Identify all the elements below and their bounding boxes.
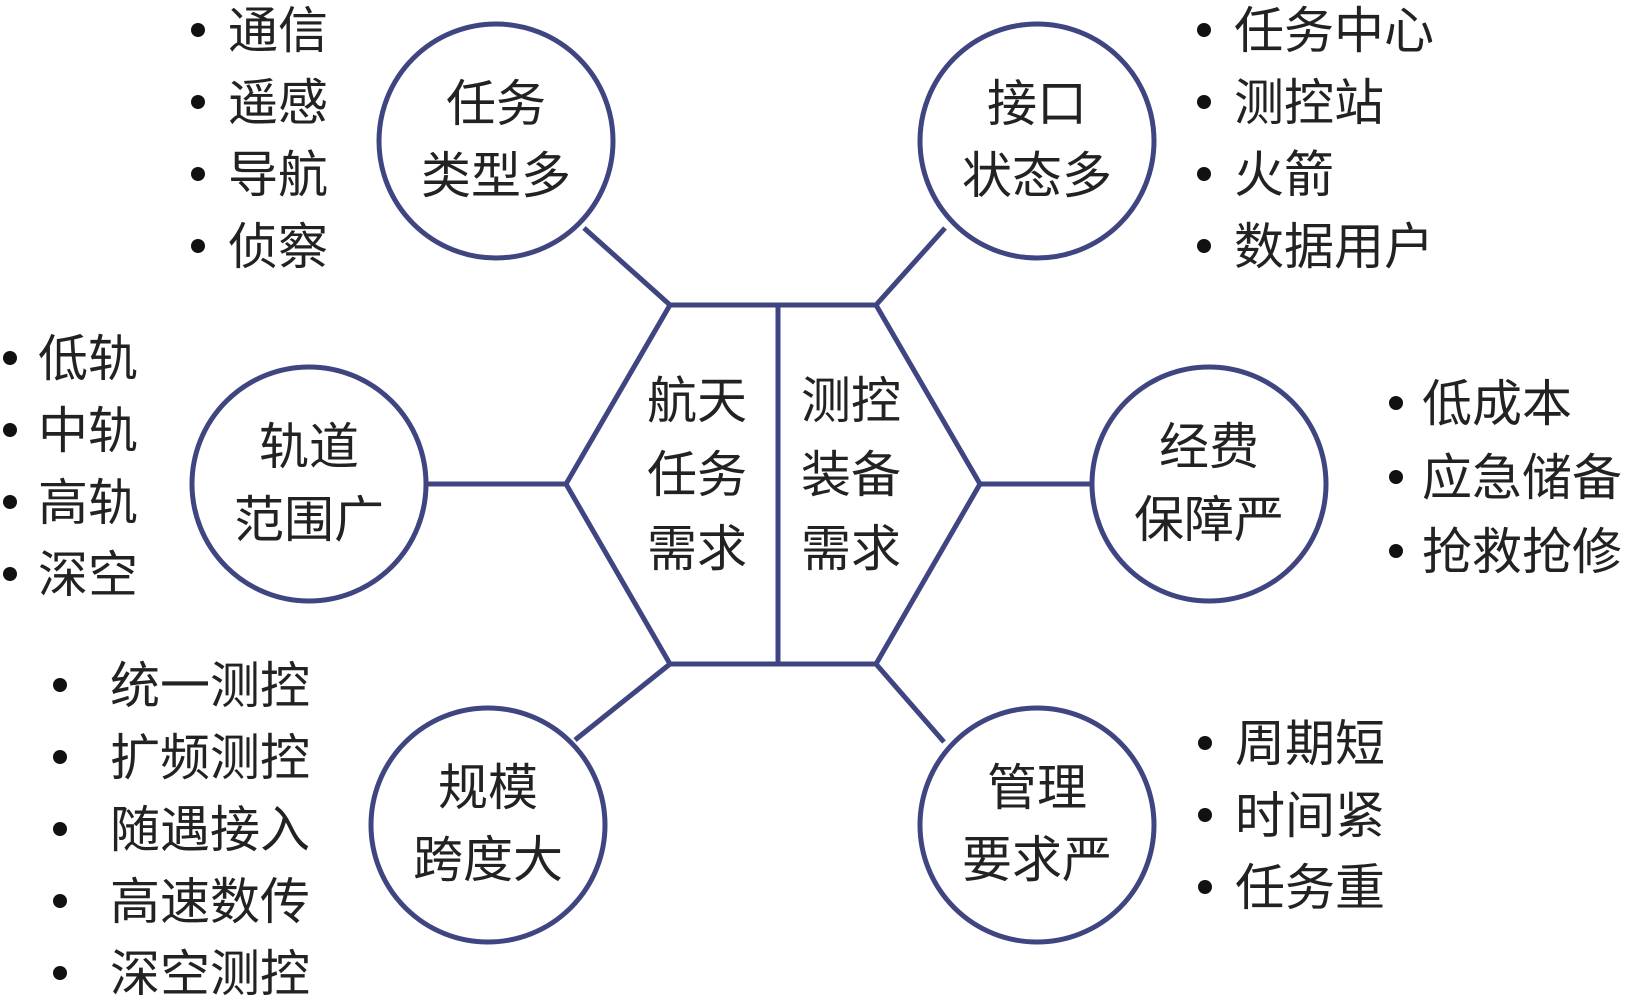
bullet-item: 时间紧 (1235, 787, 1385, 845)
bullet-dot (3, 567, 17, 581)
bullet-dot (3, 495, 17, 509)
bullet-item: 任务中心 (1234, 2, 1434, 60)
connector-lines (424, 226, 1092, 744)
bullet-item: 高轨 (38, 474, 138, 532)
node-circle (368, 705, 608, 945)
node-circle (189, 364, 429, 604)
bullet-dot (1389, 544, 1403, 558)
bullet-dot (53, 966, 67, 980)
bullet-item: 导航 (228, 146, 328, 204)
bullet-dot (1197, 23, 1211, 37)
bullet-dot (53, 822, 67, 836)
node-label-line: 保障严 (1134, 491, 1284, 549)
bullet-dot (191, 23, 205, 37)
node-label-line: 接口 (987, 75, 1087, 133)
node-label-line: 经费 (1159, 418, 1259, 476)
bullet-dot (191, 239, 205, 253)
center-left-line-2: 任务 (647, 446, 747, 504)
center-left-line-1: 航天 (647, 372, 747, 430)
hexagon-outline (563, 302, 983, 667)
connector-bottom-left (573, 662, 672, 742)
bullet-item: 数据用户 (1234, 218, 1434, 276)
node-circle (376, 21, 616, 261)
bullet-item: 高速数传 (110, 873, 310, 931)
node-label-line: 规模 (438, 759, 538, 817)
bullet-dot (191, 95, 205, 109)
bullet-item: 通信 (228, 2, 328, 60)
bullet-item: 侦察 (228, 218, 328, 276)
center-right-label: 测控 装备 需求 (801, 372, 901, 578)
bullet-item: 扩频测控 (110, 729, 310, 787)
bullet-item: 深空 (38, 546, 138, 604)
center-left-label: 航天 任务 需求 (647, 372, 747, 578)
bullet-dot (3, 423, 17, 437)
center-right-line-3: 需求 (801, 520, 901, 578)
bullet-dot (53, 894, 67, 908)
bullet-item: 中轨 (38, 402, 138, 460)
node-label-line: 管理 (987, 759, 1087, 817)
bullet-item: 应急储备 (1422, 449, 1622, 507)
center-right-line-1: 测控 (801, 372, 901, 430)
bullet-dot (53, 678, 67, 692)
bullet-item: 低轨 (38, 330, 138, 388)
bullet-item: 测控站 (1234, 74, 1384, 132)
connector-top-right (874, 226, 947, 307)
bullet-item: 深空测控 (110, 945, 310, 1003)
bullet-dot (191, 167, 205, 181)
bullet-dot (1197, 167, 1211, 181)
node-label-line: 轨道 (259, 418, 359, 476)
bullet-dot (1389, 396, 1403, 410)
bullet-item: 火箭 (1234, 146, 1334, 204)
bullet-dot (1197, 95, 1211, 109)
node-label-line: 范围广 (234, 491, 384, 549)
bullet-dot (1198, 736, 1212, 750)
bullet-dot (53, 750, 67, 764)
bullet-item: 统一测控 (110, 657, 310, 715)
node-label-line: 任务 (446, 75, 546, 133)
bullet-item: 任务重 (1235, 859, 1385, 917)
node-circle (917, 21, 1157, 261)
bullet-dot (1197, 239, 1211, 253)
node-label-line: 要求严 (962, 831, 1112, 889)
node-label-line: 状态多 (962, 147, 1112, 205)
node-label-line: 类型多 (421, 147, 571, 205)
bullet-dot (3, 351, 17, 365)
bullet-item: 随遇接入 (110, 801, 310, 859)
bullet-dot (1198, 808, 1212, 822)
bullet-dot (1389, 470, 1403, 484)
center-right-line-2: 装备 (801, 446, 901, 504)
node-circle (917, 705, 1157, 945)
bullet-dot (1198, 880, 1212, 894)
connector-top-left (582, 226, 672, 307)
bullet-item: 抢救抢修 (1422, 523, 1622, 581)
connector-bottom-right (874, 662, 946, 744)
center-left-line-3: 需求 (647, 520, 747, 578)
bullet-item: 遥感 (228, 74, 328, 132)
bullet-item: 周期短 (1235, 715, 1385, 773)
nodes-layer: 任务类型多通信遥感导航侦察接口状态多任务中心测控站火箭数据用户轨道范围广低轨中轨… (3, 2, 1622, 1003)
bullet-item: 低成本 (1422, 375, 1572, 433)
node-label-line: 跨度大 (413, 831, 563, 889)
center-hexagon: 航天 任务 需求 测控 装备 需求 (563, 302, 983, 667)
node-circle (1089, 364, 1329, 604)
